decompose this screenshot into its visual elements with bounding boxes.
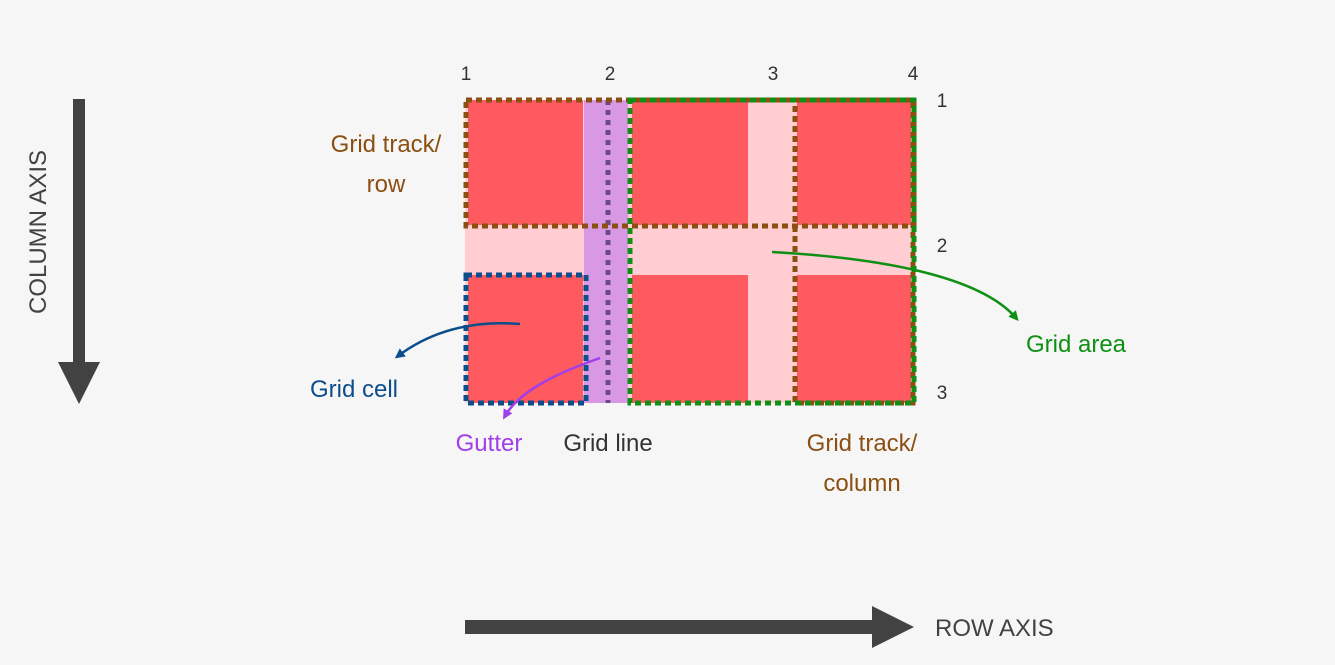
row-line-number-2: 2: [937, 236, 948, 257]
grid-cell-r2c1: [468, 275, 583, 403]
column-axis-arrow: [58, 99, 100, 404]
row-line-number-3: 3: [937, 383, 948, 404]
grid-cell-r1c3: [797, 100, 911, 225]
column-line-number-4: 4: [908, 64, 919, 85]
grid-cell-r2c2: [632, 275, 748, 403]
grid-cell-label: Grid cell: [310, 376, 398, 403]
column-line-number-2: 2: [605, 64, 616, 85]
grid-track-row-label-line2: row: [367, 171, 406, 198]
row-line-number-1: 1: [937, 91, 948, 112]
column-axis-label: COLUMN AXIS: [25, 150, 52, 314]
grid-line-label: Grid line: [563, 430, 652, 457]
grid-cell-callout-arrow: [394, 322, 521, 359]
grid-track-column-label-line1: Grid track/: [807, 430, 918, 457]
grid-area-outline: [627, 97, 917, 406]
row-axis-label: ROW AXIS: [935, 615, 1054, 642]
gutter-callout-arrow: [502, 356, 601, 420]
row-axis-arrow: [465, 606, 914, 648]
grid-cell-r1c2: [632, 100, 748, 225]
grid-track-column-outline: [792, 97, 916, 406]
grid-area-label: Grid area: [1026, 331, 1127, 358]
grid-cell-outline: [463, 272, 589, 406]
grid-cell-r2c3: [797, 275, 911, 403]
grid-area-callout-arrow: [771, 250, 1019, 322]
grid-track-column-label-line2: column: [823, 470, 900, 497]
grid-cell-r1c1: [468, 100, 583, 225]
column-line-number-1: 1: [461, 64, 472, 85]
grid-track-row-label-line1: Grid track/: [331, 131, 442, 158]
gutter-label: Gutter: [456, 430, 523, 457]
column-line-number-3: 3: [768, 64, 779, 85]
